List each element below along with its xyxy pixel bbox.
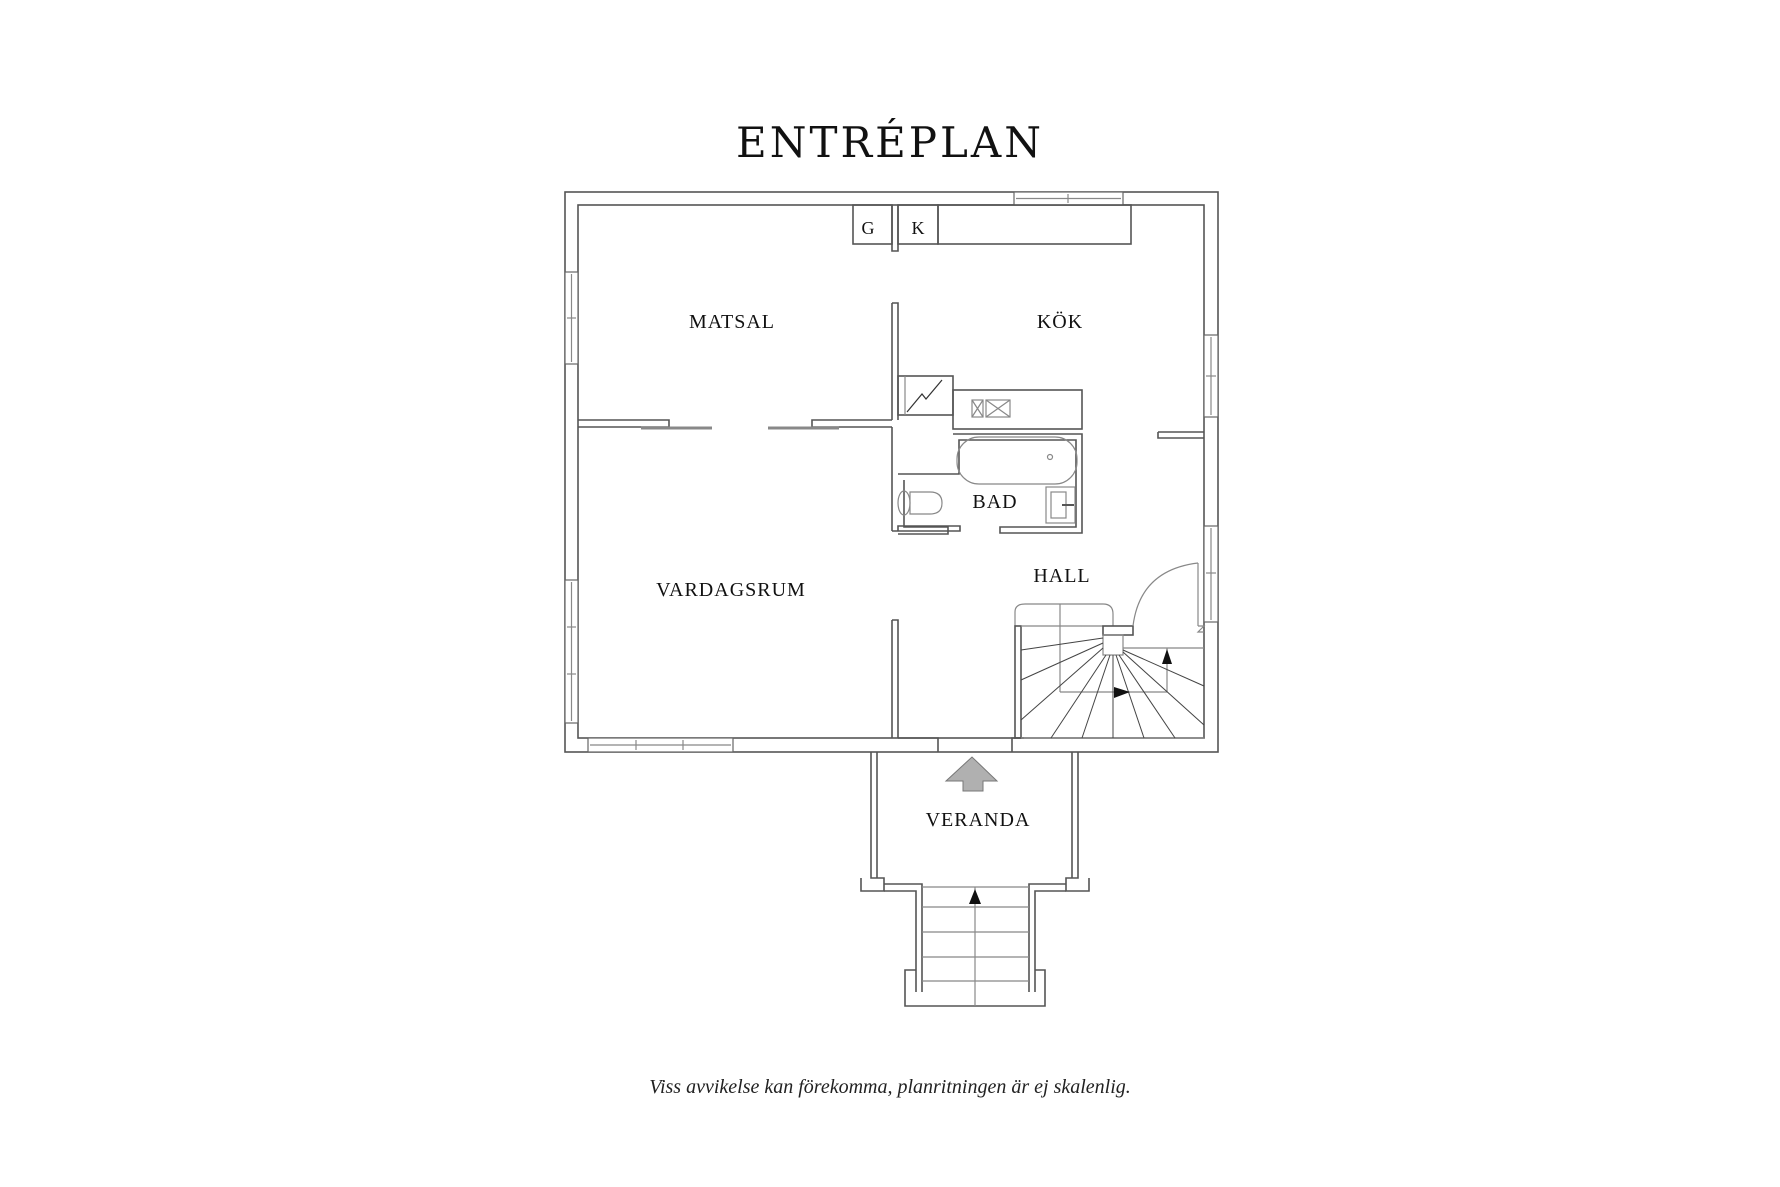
room-label-hall: HALL [1033,565,1090,587]
stair-direction-arrow-icon [1114,687,1130,698]
veranda-stairs-arrow-icon [969,889,981,904]
freezer-label: G [862,218,875,238]
plan-title: ENTRÉPLAN [736,118,1044,167]
veranda [860,752,1090,1007]
room-label-vardagsrum: VARDAGSRUM [656,579,806,601]
kitchen-counter [852,204,1132,430]
fridge-label: K [912,218,925,238]
bathroom [897,433,1083,535]
front-door [1132,562,1206,633]
stair-up-arrow-icon [1162,649,1172,664]
staircase [1014,603,1205,739]
interior-walls [578,205,1204,752]
windows [564,191,1219,753]
entrance-arrow-icon [944,756,999,792]
room-label-bad: BAD [972,491,1017,513]
room-label-veranda: VERANDA [926,809,1031,831]
room-label-kok: KÖK [1037,310,1083,333]
disclaimer-note: Viss avvikelse kan förekomma, planritnin… [649,1076,1131,1098]
room-label-matsal: MATSAL [689,311,775,333]
